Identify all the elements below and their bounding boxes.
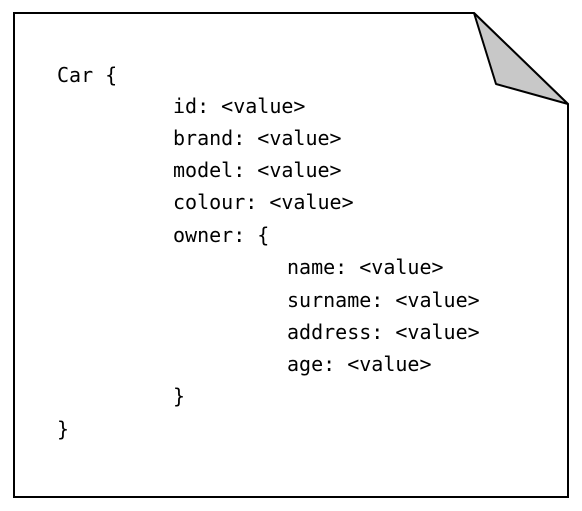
code-line-owner-close: } (173, 384, 186, 408)
code-line-age: age: <value> (287, 352, 432, 376)
code-line-model: model: <value> (173, 158, 342, 182)
code-line-id: id: <value> (173, 94, 306, 118)
page-border (13, 12, 569, 498)
code-line-car-close: } (57, 417, 70, 441)
folded-corner (473, 12, 569, 105)
code-line-brand: brand: <value> (173, 126, 342, 150)
code-line-car-open: Car { (57, 63, 118, 87)
code-line-owner-open: owner: { (173, 223, 270, 247)
code-line-name: name: <value> (287, 255, 444, 279)
code-line-surname: surname: <value> (287, 288, 480, 312)
code-line-colour: colour: <value> (173, 190, 354, 214)
code-line-address: address: <value> (287, 320, 480, 344)
